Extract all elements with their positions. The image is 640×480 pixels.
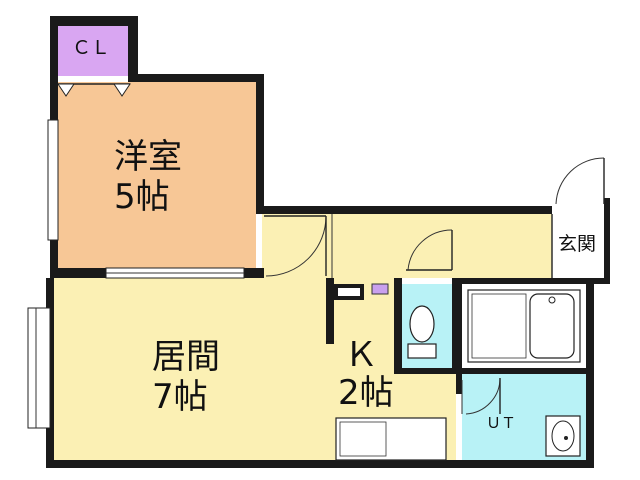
closet-area: [58, 26, 130, 76]
windows: [27, 119, 245, 429]
hall-area: [262, 214, 552, 278]
living-room-area: [54, 278, 326, 460]
living-room-label: 居間: [152, 337, 220, 377]
living-room-size: 7帖: [152, 377, 208, 417]
kitchen-size: 2帖: [338, 373, 394, 413]
closet-doors: [57, 83, 131, 97]
western-room-area: [58, 82, 256, 268]
utility-label: ＵＴ: [486, 414, 516, 432]
western-room-label: 洋室: [114, 137, 182, 177]
fixtures: [335, 283, 581, 461]
closet-label: ＣＬ: [72, 37, 110, 59]
kitchen-label: Ｋ: [344, 335, 378, 375]
entrance-label: 玄関: [558, 233, 596, 255]
western-room-size: 5帖: [114, 177, 170, 217]
doors: [264, 157, 605, 415]
entrance-area: [552, 206, 604, 278]
